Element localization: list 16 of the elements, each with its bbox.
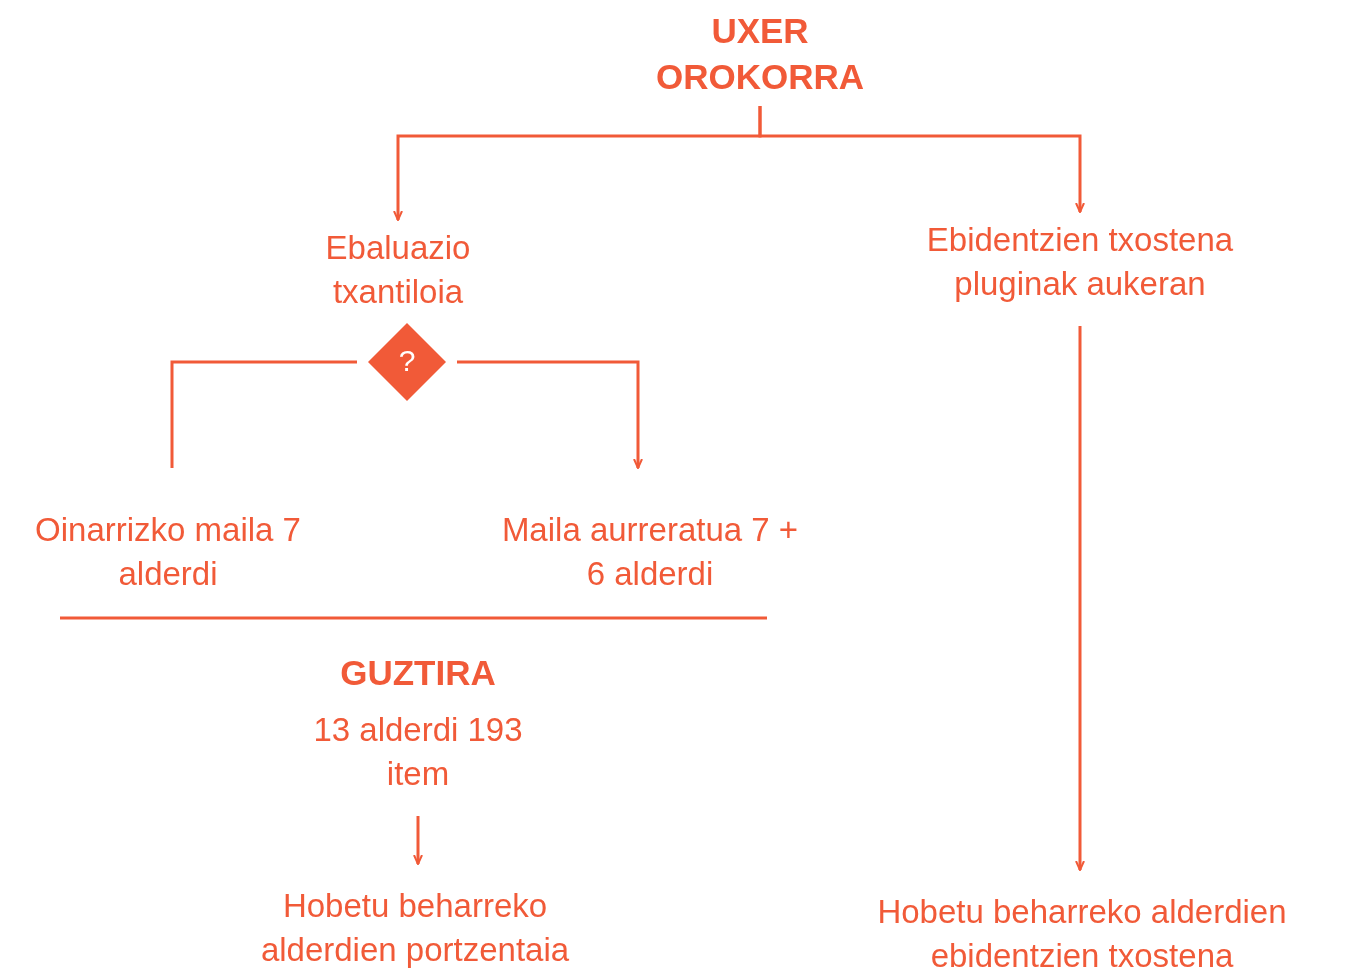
heading-text: UXER OROKORRA [654, 10, 866, 98]
arrow [457, 360, 643, 469]
node-text: Hobetu beharreko alderdien ebidentzien txostena [876, 892, 1288, 976]
arrow [758, 106, 1085, 213]
node-text: Maila aurreratua 7 + 6 alderdi [500, 510, 800, 594]
node-text: 13 alderdi 193 item [312, 710, 524, 794]
connector-line [170, 360, 357, 468]
node-text: pluginak aukeran [954, 264, 1206, 304]
arrow [413, 816, 423, 865]
heading-text: GUZTIRA [340, 652, 496, 694]
node-text: Ebidentzien txostena [926, 220, 1234, 260]
node-text: Ebaluazio txantiloia [324, 228, 472, 312]
node-text: Hobetu beharreko alderdien portzentaia [259, 886, 571, 970]
arrow [1075, 326, 1085, 871]
node-text: Oinarrizko maila 7 alderdi [34, 510, 302, 594]
decision-label: ? [397, 343, 417, 379]
